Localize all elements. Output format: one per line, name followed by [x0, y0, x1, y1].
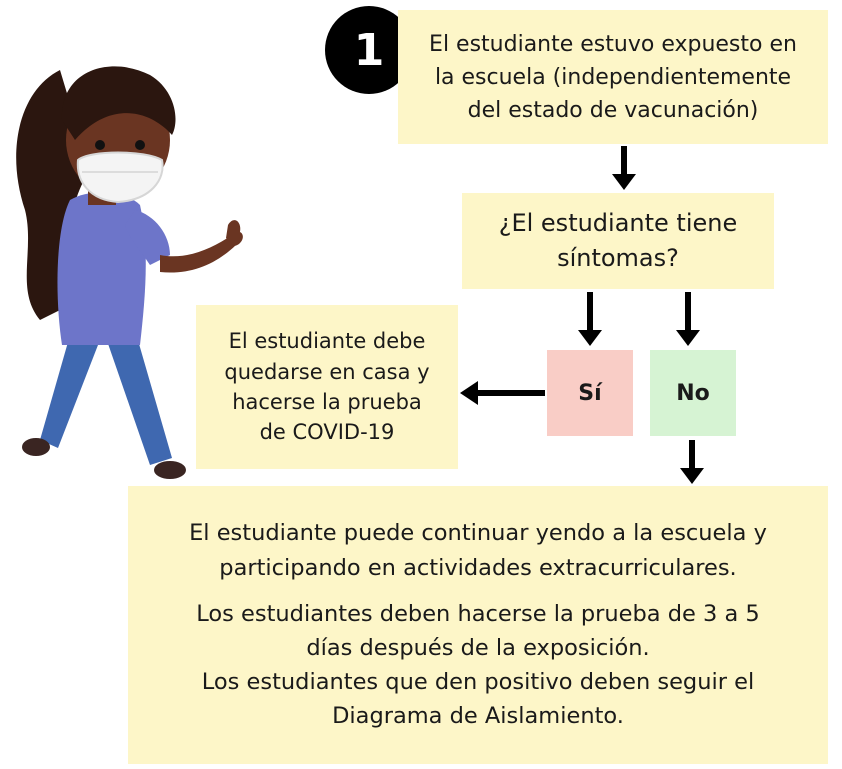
continue-text: El estudiante puede continuar yendo a la… — [189, 520, 767, 581]
exposed-at-school-box: El estudiante estuvo expuesto en la escu… — [398, 10, 828, 144]
exposed-text: El estudiante estuvo expuesto en la escu… — [429, 31, 797, 123]
question-text: ¿El estudiante tiene síntomas? — [498, 209, 738, 272]
continue-school-box: El estudiante puede continuar yendo a la… — [128, 486, 828, 764]
stay-home-text: El estudiante debe quedarse en casa y ha… — [224, 329, 430, 445]
stay-home-box: El estudiante debe quedarse en casa y ha… — [196, 305, 458, 469]
testing-text: Los estudiantes deben hacerse la prueba … — [196, 600, 760, 730]
no-label: No — [676, 380, 710, 406]
yes-label: Sí — [578, 380, 602, 406]
symptoms-question-box: ¿El estudiante tiene síntomas? — [462, 193, 774, 289]
yes-choice-box: Sí — [547, 350, 633, 436]
no-choice-box: No — [650, 350, 736, 436]
